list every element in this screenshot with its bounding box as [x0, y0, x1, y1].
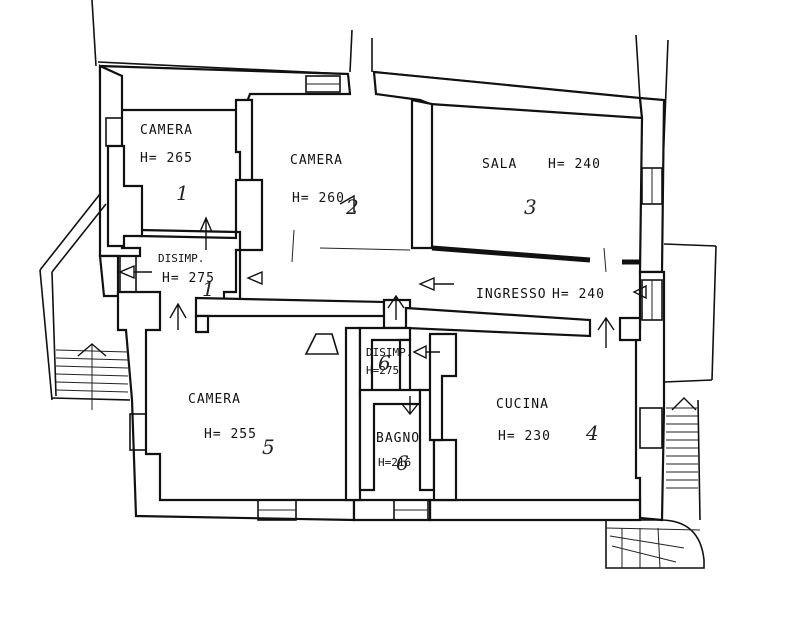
room-number: 5	[262, 435, 275, 459]
outer-walls	[98, 64, 666, 522]
room-ingresso: INGRESSO H= 240	[476, 287, 605, 302]
room-cucina: CUCINA H= 230 4	[496, 397, 599, 445]
room-sala: SALA H= 240 3	[482, 157, 601, 219]
passage-arrows	[118, 194, 647, 416]
room-number: 1	[202, 277, 215, 301]
room-height: H=275	[366, 364, 399, 377]
room-number: 2	[345, 195, 359, 219]
room-camera-3: CAMERA H= 255 5	[188, 392, 275, 459]
room-name: CAMERA	[188, 392, 241, 407]
room-camera-2: CAMERA H= 260 2	[290, 153, 359, 219]
room-number: 1	[176, 181, 189, 205]
room-number: 3	[524, 195, 537, 219]
room-height: H= 260	[292, 191, 345, 206]
room-number: 6	[396, 451, 409, 475]
room-bagno: BAGNO H=216 6	[376, 431, 420, 475]
room-height: H= 265	[140, 151, 193, 166]
room-name: BAGNO	[376, 431, 420, 446]
room-name: CAMERA	[140, 123, 193, 138]
right-stairs	[605, 243, 717, 569]
room-name: DISIMP.	[158, 252, 204, 265]
room-height: H= 230	[498, 429, 551, 444]
room-name: INGRESSO	[476, 287, 547, 302]
windows	[105, 75, 663, 521]
room-name: CAMERA	[290, 153, 343, 168]
room-name: DISIMP.	[366, 346, 412, 359]
context-lines	[91, 0, 669, 243]
room-name: CUCINA	[496, 397, 549, 412]
room-disimp-2: DISIMP. H=275 6	[366, 346, 412, 377]
room-number: 6	[378, 351, 391, 375]
room-height: H= 275	[162, 271, 215, 286]
heavy-partitions	[291, 229, 640, 273]
left-stairs	[39, 193, 131, 410]
room-number: 4	[585, 421, 599, 445]
room-camera-1: CAMERA H= 265 1	[140, 123, 193, 205]
room-disimp-1: DISIMP. H= 275 1	[158, 252, 215, 301]
room-height: H= 255	[204, 427, 257, 442]
room-height: H= 240	[552, 287, 605, 302]
room-height: H=216	[378, 456, 411, 469]
fireplace	[304, 333, 340, 355]
room-name: SALA	[482, 157, 517, 172]
room-height: H= 240	[548, 157, 601, 172]
